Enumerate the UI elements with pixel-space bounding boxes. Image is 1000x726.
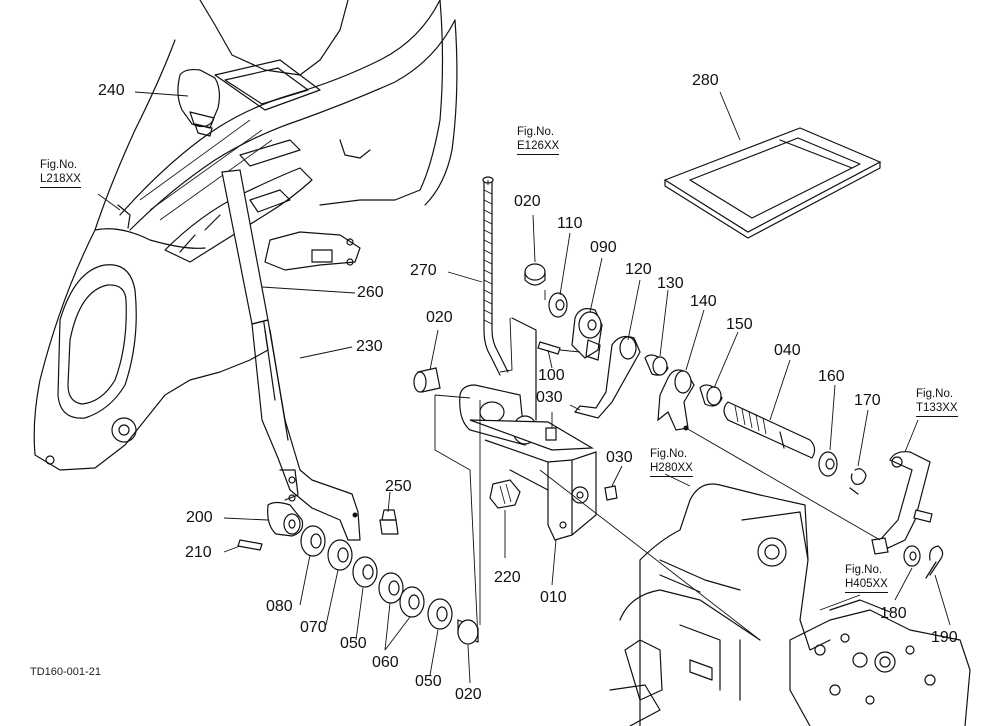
assembly-lines: [434, 180, 881, 641]
part-callout-170: 170: [854, 392, 881, 409]
part-callout-250: 250: [385, 478, 412, 495]
fender-assembly: [33, 0, 458, 471]
part-callout-090: 090: [590, 239, 617, 256]
part-callout-120: 120: [625, 261, 652, 278]
drawing-code: TD160-001-21: [30, 666, 101, 678]
part-callout-270: 270: [410, 262, 437, 279]
leader-lines: [97, 91, 951, 684]
fig-ref-prefix: Fig.No.: [517, 126, 555, 138]
fig-ref-h405: Fig.No. H405XX: [845, 563, 888, 593]
gear-lever: [177, 68, 399, 541]
fig-ref-number: H405XX: [845, 577, 888, 593]
part-callout-040: 040: [774, 342, 801, 359]
part-callout-200: 200: [186, 509, 213, 526]
fig-ref-number: T133XX: [916, 401, 958, 417]
part-callout-140: 140: [690, 293, 717, 310]
part-callout-280: 280: [692, 72, 719, 89]
part-callout-230: 230: [356, 338, 383, 355]
part-callout-190: 190: [931, 629, 958, 646]
pivot-bracket: [237, 501, 304, 551]
part-callout-130: 130: [657, 275, 684, 292]
washer-stack: [300, 525, 479, 645]
part-callout-030-upper: 030: [536, 389, 563, 406]
shift-bracket-assembly: [413, 263, 867, 541]
part-callout-020-top: 020: [514, 193, 541, 210]
fig-ref-prefix: Fig.No.: [650, 448, 688, 460]
part-callout-100: 100: [538, 367, 565, 384]
part-callout-150: 150: [726, 316, 753, 333]
fig-ref-number: H280XX: [650, 461, 693, 477]
part-callout-050-lower: 050: [415, 673, 442, 690]
part-callout-260: 260: [357, 284, 384, 301]
owners-manual: [663, 127, 882, 239]
part-callout-080: 080: [266, 598, 293, 615]
transmission-housing: [609, 483, 831, 726]
fig-ref-e126: Fig.No. E126XX: [517, 125, 560, 155]
part-callout-070: 070: [300, 619, 327, 636]
fig-ref-l218: Fig.No. L218XX: [40, 158, 81, 188]
shift-linkage: [871, 451, 944, 579]
part-callout-060: 060: [372, 654, 399, 671]
part-callout-030-lower: 030: [606, 449, 633, 466]
fig-ref-number: E126XX: [517, 139, 560, 155]
part-callout-180: 180: [880, 605, 907, 622]
fig-ref-number: L218XX: [40, 172, 81, 188]
part-callout-220: 220: [494, 569, 521, 586]
fig-ref-h280: Fig.No. H280XX: [650, 447, 693, 477]
part-callout-050-upper: 050: [340, 635, 367, 652]
part-callout-010: 010: [540, 589, 567, 606]
valve-body: [789, 599, 971, 726]
part-callout-160: 160: [818, 368, 845, 385]
part-callout-210: 210: [185, 544, 212, 561]
fig-ref-t133: Fig.No. T133XX: [916, 387, 958, 417]
fig-ref-prefix: Fig.No.: [845, 564, 883, 576]
part-callout-020-bottom: 020: [455, 686, 482, 703]
fig-ref-prefix: Fig.No.: [916, 388, 954, 400]
part-callout-020-left: 020: [426, 309, 453, 326]
part-callout-110: 110: [557, 215, 583, 232]
fig-ref-prefix: Fig.No.: [40, 159, 78, 171]
part-callout-240: 240: [98, 82, 125, 99]
control-cable: [482, 176, 509, 376]
